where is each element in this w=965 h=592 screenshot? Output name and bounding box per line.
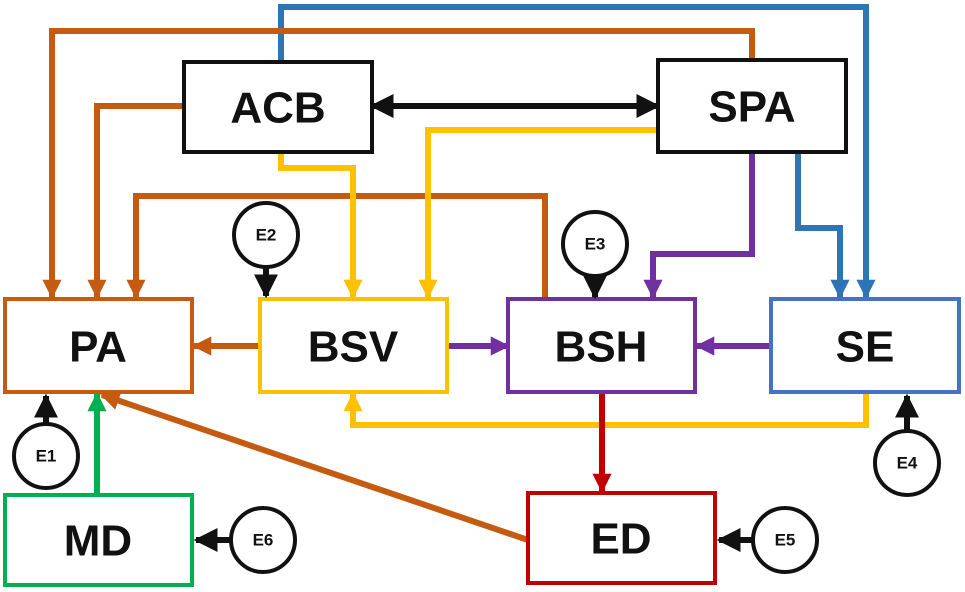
node-md: MD xyxy=(3,493,194,587)
node-ed-label: ED xyxy=(590,515,651,564)
node-pa: PA xyxy=(3,297,194,394)
node-bsh: BSH xyxy=(506,297,697,394)
node-acb: ACB xyxy=(182,60,374,154)
error-label-e3: E3 xyxy=(585,235,606,254)
error-circle-e3 xyxy=(561,210,629,278)
node-se: SE xyxy=(769,297,961,394)
error-term-e5: E5 xyxy=(716,506,819,574)
node-se-label: SE xyxy=(836,323,895,372)
node-bsv-box xyxy=(258,297,449,394)
error-label-e2: E2 xyxy=(256,226,277,245)
node-bsv: BSV xyxy=(258,297,449,394)
edge-acb-to-se xyxy=(278,4,876,299)
error-circle-e1 xyxy=(12,422,80,490)
edge-spa-to-se xyxy=(795,154,850,299)
error-term-e2: E2 xyxy=(232,201,300,299)
error-circle-e6 xyxy=(229,506,297,574)
node-spa-box xyxy=(656,58,848,154)
edge-acb-to-pa xyxy=(87,103,184,299)
edge-se-to-bsv xyxy=(343,392,869,428)
node-spa-label: SPA xyxy=(708,83,795,132)
node-md-label: MD xyxy=(64,517,132,566)
error-term-e4: E4 xyxy=(873,393,941,497)
error-circle-e4 xyxy=(873,429,941,497)
node-md-box xyxy=(3,493,194,587)
edge-acb-to-bsv xyxy=(278,154,363,299)
node-bsh-box xyxy=(506,297,697,394)
error-circle-e5 xyxy=(751,506,819,574)
edge-spa-to-pa xyxy=(42,28,755,299)
edge-spa-to-bsv xyxy=(418,127,658,299)
error-label-e5: E5 xyxy=(775,531,796,550)
node-acb-label: ACB xyxy=(230,84,325,133)
node-ed: ED xyxy=(526,491,717,585)
error-term-e1: E1 xyxy=(12,393,80,490)
error-term-e3: E3 xyxy=(561,210,629,300)
error-label-e6: E6 xyxy=(253,531,274,550)
node-bsh-label: BSH xyxy=(555,323,648,372)
node-acb-box xyxy=(182,60,374,154)
error-term-e6: E6 xyxy=(193,506,297,574)
node-bsv-label: BSV xyxy=(308,323,399,372)
edge-ed-to-pa xyxy=(100,391,529,543)
node-spa: SPA xyxy=(656,58,848,154)
node-ed-box xyxy=(526,491,717,585)
node-pa-label: PA xyxy=(69,323,127,372)
error-label-e1: E1 xyxy=(36,447,57,466)
edge-spa-to-bsh xyxy=(643,154,755,299)
error-circle-e2 xyxy=(232,201,300,269)
error-label-e4: E4 xyxy=(897,454,918,473)
node-se-box xyxy=(769,297,961,394)
node-pa-box xyxy=(3,297,194,394)
edge-bsh-to-pa xyxy=(126,193,548,299)
